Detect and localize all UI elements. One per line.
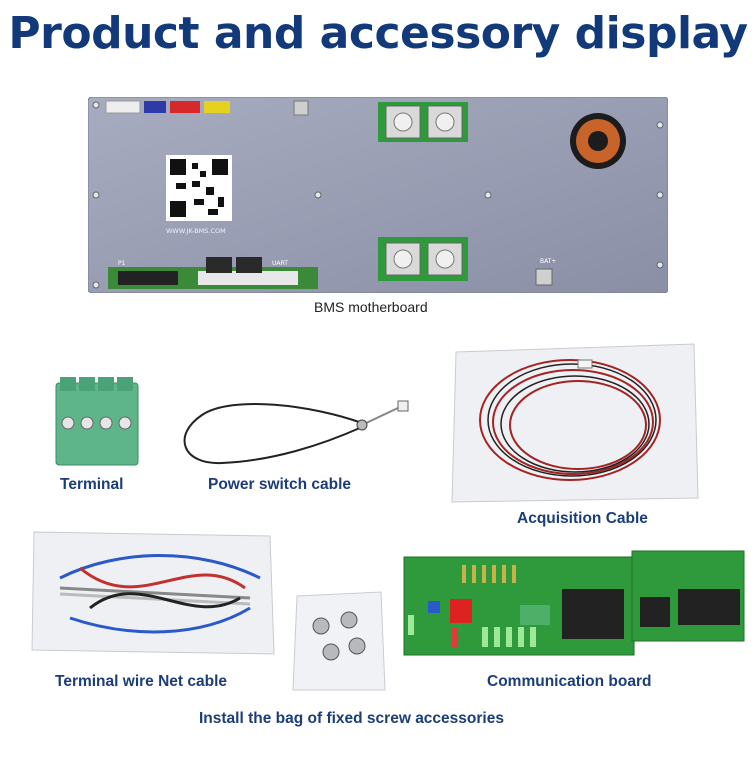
screw-bag-image — [291, 590, 387, 694]
acquisition-cable-caption: Acquisition Cable — [517, 510, 648, 527]
uart-label: UART — [272, 260, 288, 267]
website-label: WWW.JK-BMS.COM — [166, 227, 226, 235]
communication-board-image — [402, 549, 747, 657]
terminal-image — [52, 375, 142, 467]
screw-bag-caption: Install the bag of fixed screw accessori… — [199, 710, 504, 727]
bat-plus-label: BAT+ — [540, 258, 556, 265]
communication-board-caption: Communication board — [487, 673, 652, 690]
net-cable-image — [30, 528, 276, 658]
bms-motherboard-caption: BMS motherboard — [314, 299, 428, 315]
power-switch-cable-caption: Power switch cable — [208, 476, 351, 493]
page-title: Product and accessory display — [8, 8, 748, 59]
power-switch-cable-image — [172, 395, 412, 470]
terminal-caption: Terminal — [60, 476, 124, 493]
acquisition-cable-image — [448, 340, 702, 506]
bms-motherboard-image: WWW.JK-BMS.COM P1 UART BAT+ — [88, 97, 668, 293]
p1-label: P1 — [118, 260, 126, 267]
net-cable-caption: Terminal wire Net cable — [55, 673, 227, 690]
